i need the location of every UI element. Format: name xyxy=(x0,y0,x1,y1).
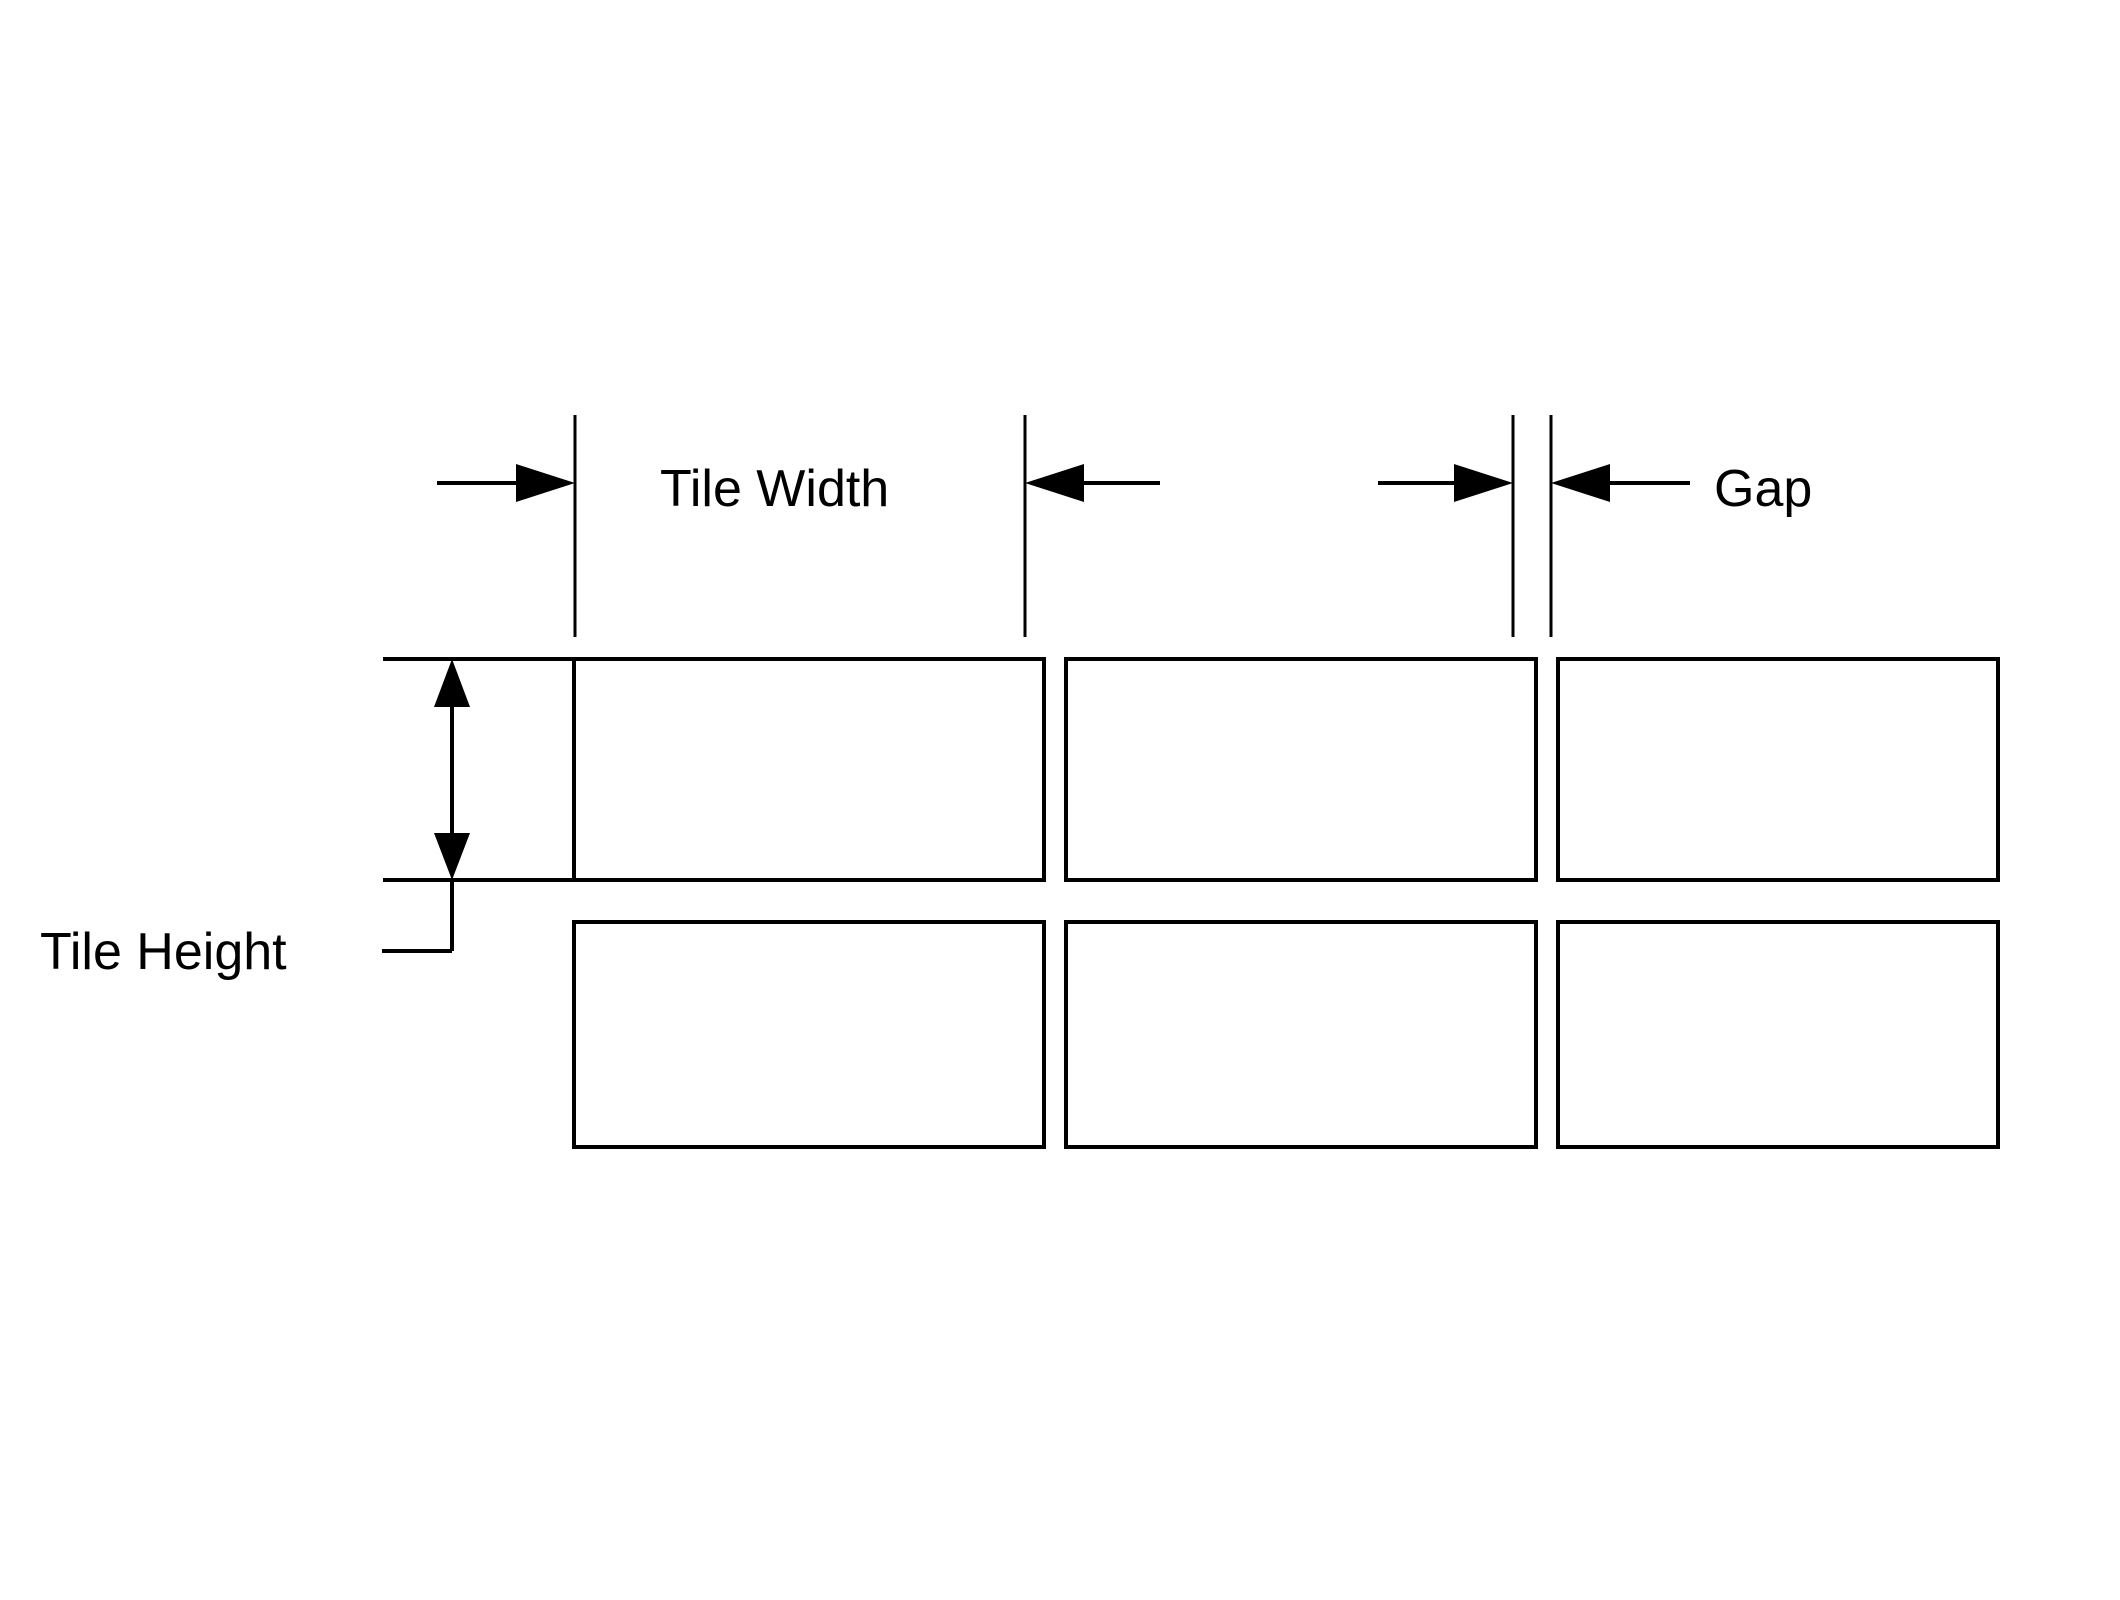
tile-width-left-arrow-head xyxy=(516,464,575,502)
tile-r1-c1 xyxy=(572,657,1046,882)
tile-r2-c2 xyxy=(1064,920,1538,1149)
gap-label: Gap xyxy=(1714,460,1812,518)
tile-height-arrow-head-up xyxy=(434,659,470,707)
tile-height-label: Tile Height xyxy=(40,923,287,981)
tile-r1-c3 xyxy=(1556,657,2000,882)
gap-left-arrow-head xyxy=(1454,464,1513,502)
tile-r1-c2 xyxy=(1064,657,1538,882)
tile-r2-c1 xyxy=(572,920,1046,1149)
tile-grid xyxy=(572,657,2000,1149)
dimension-gap: Gap xyxy=(1378,460,1812,518)
tile-height-arrow-head-down xyxy=(434,833,470,880)
gap-right-arrow-head xyxy=(1551,464,1610,502)
tile-r2-c3 xyxy=(1556,920,2000,1149)
tile-width-label: Tile Width xyxy=(660,460,889,518)
dimension-tile-width: Tile Width xyxy=(437,460,1160,518)
dimension-tile-height: Tile Height xyxy=(40,657,576,981)
extension-lines xyxy=(573,415,1553,637)
tile-width-right-arrow-head xyxy=(1025,464,1084,502)
